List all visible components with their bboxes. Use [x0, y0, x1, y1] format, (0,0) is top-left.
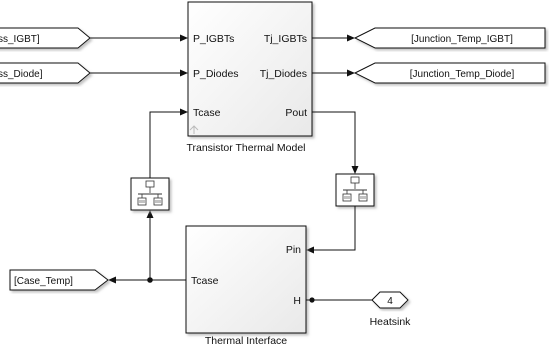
goto-tag-junction-diode-label: [Junction_Temp_Diode]	[410, 69, 515, 80]
transistor-thermal-model-block[interactable]: P_IGBTs P_Diodes Tcase Tj_IGBTs Tj_Diode…	[187, 1, 313, 137]
goto-tag-junction-igbt-label: [Junction_Temp_IGBT]	[411, 34, 513, 45]
port-tj-igbts: Tj_IGBTs	[264, 33, 307, 45]
from-tag-diode-label: ss_Diode]	[0, 69, 43, 80]
signal-tcase-up[interactable]	[146, 210, 154, 280]
h-port-dot	[309, 297, 315, 303]
from-tag-diode[interactable]: ss_Diode]	[0, 62, 91, 84]
port-tcase-thermal: Tcase	[191, 275, 219, 287]
thermal-block-title: Thermal Interface	[205, 335, 287, 345]
goto-tag-case-temp-label: [Case_Temp]	[14, 276, 73, 287]
outport-number: 4	[387, 296, 393, 307]
port-pin: Pin	[286, 244, 301, 256]
signal-tj-diodes[interactable]	[312, 69, 355, 77]
library-link-icon	[189, 125, 199, 134]
from-tag-igbt-label: ss_IGBT]	[0, 34, 40, 45]
goto-tag-junction-igbt[interactable]: [Junction_Temp_IGBT]	[353, 27, 546, 49]
port-h: H	[293, 295, 301, 307]
transistor-block-title: Transistor Thermal Model	[186, 142, 305, 154]
outport-heatsink[interactable]: 4	[371, 291, 409, 309]
port-tcase-in: Tcase	[193, 107, 221, 119]
goto-tag-case-temp[interactable]: [Case_Temp]	[9, 269, 109, 291]
signal-p-diodes[interactable]	[90, 69, 188, 77]
goto-tag-junction-diode[interactable]: [Junction_Temp_Diode]	[353, 62, 546, 84]
from-tag-igbt[interactable]: ss_IGBT]	[0, 27, 91, 49]
bus-converter-right[interactable]	[335, 173, 375, 207]
signal-pin[interactable]	[306, 206, 356, 254]
port-pout: Pout	[285, 107, 307, 119]
port-tj-diodes: Tj_Diodes	[260, 68, 307, 80]
bus-converter-left[interactable]	[130, 177, 170, 211]
signal-tcase-feedback[interactable]	[149, 108, 188, 179]
port-p-diodes: P_Diodes	[193, 68, 239, 80]
thermal-interface-block[interactable]: Pin Tcase H	[185, 225, 307, 334]
port-p-igbts: P_IGBTs	[193, 33, 234, 45]
signal-tj-igbts[interactable]	[312, 34, 355, 42]
signal-p-igbts[interactable]	[90, 34, 188, 42]
signal-tcase-out[interactable]	[108, 276, 186, 284]
signal-pout[interactable]	[312, 111, 359, 174]
outport-heatsink-label: Heatsink	[370, 316, 412, 328]
